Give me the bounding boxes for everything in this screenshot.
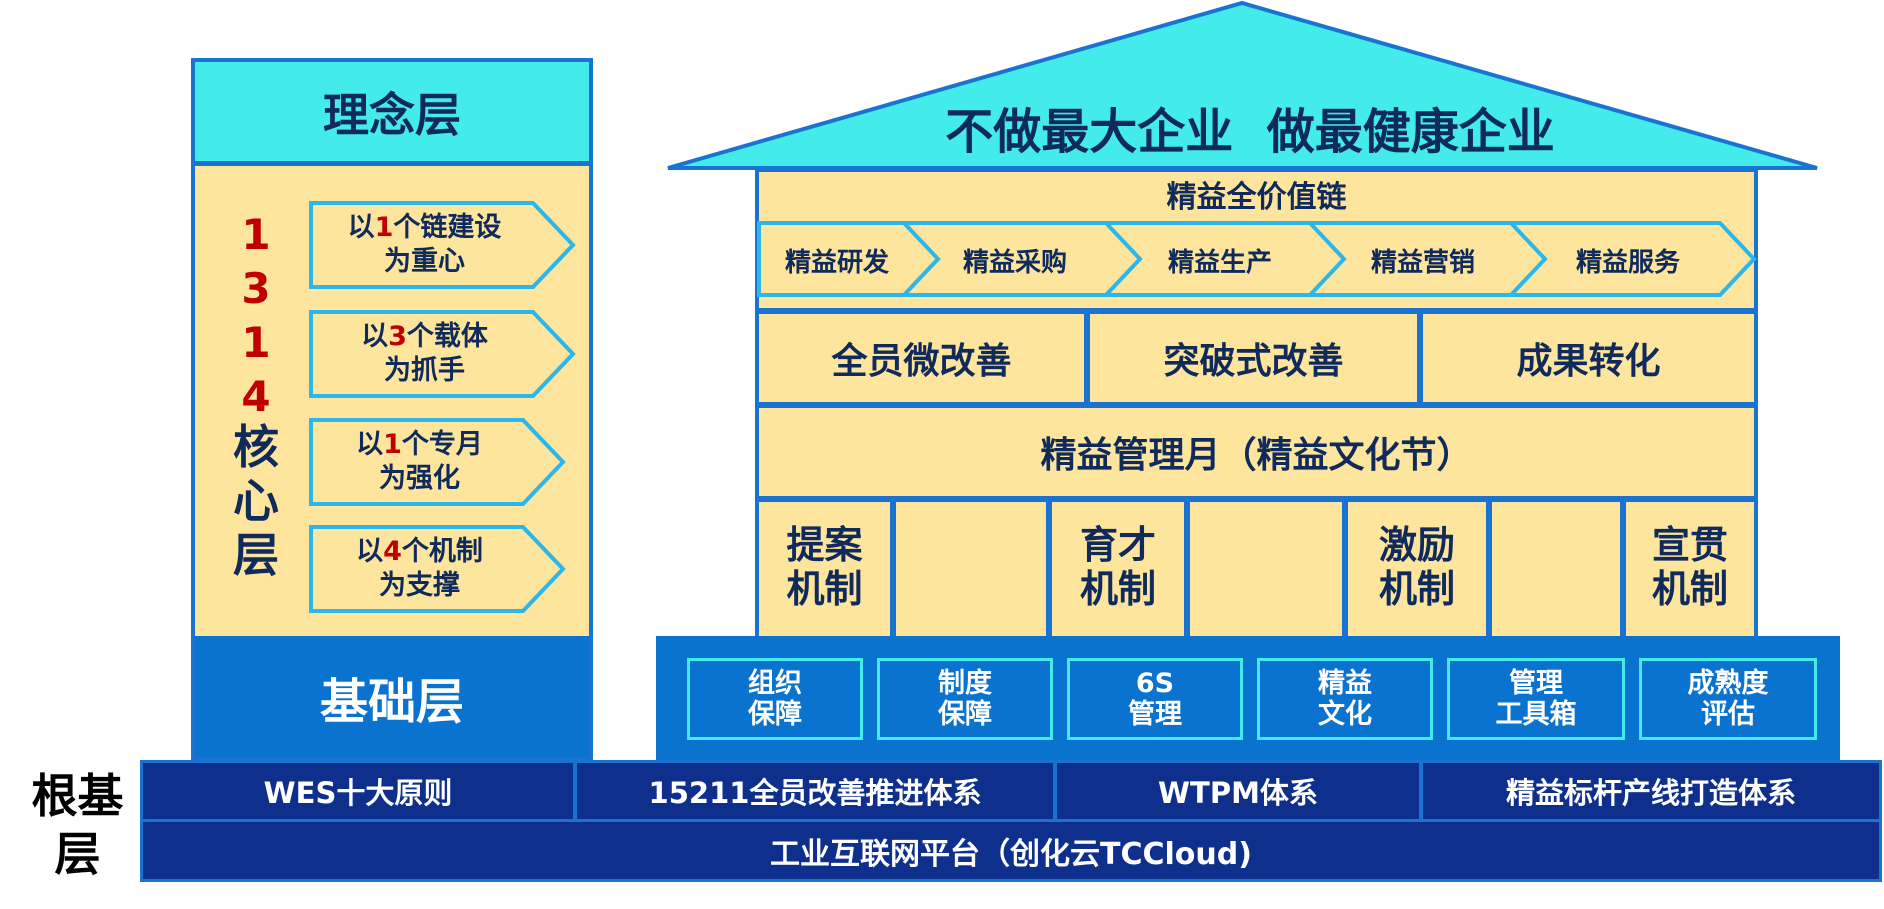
core-item-chevron xyxy=(309,201,576,289)
core-item-prefix: 以 xyxy=(356,536,384,567)
core-item-chevron xyxy=(309,418,566,506)
core-item-text: 个载体 xyxy=(406,321,488,352)
core-item-line2: 为抓手 xyxy=(384,355,465,386)
divider xyxy=(1486,502,1492,638)
divider xyxy=(573,763,577,819)
core-number: 1 xyxy=(241,210,271,259)
root-system-cell: WTPM体系 xyxy=(1158,776,1318,810)
core-item-number: 3 xyxy=(388,321,407,352)
core-item-prefix: 以 xyxy=(347,212,375,243)
mechanism-pillar: 宣贯 机制 xyxy=(1651,523,1728,611)
root-system-cell: 15211全员改善推进体系 xyxy=(648,776,982,810)
core-item-chevron xyxy=(309,525,566,613)
core-item-text: 个机制 xyxy=(401,536,483,567)
divider xyxy=(755,402,1758,408)
core-item-chevron xyxy=(309,310,576,398)
core-item-number: 4 xyxy=(383,536,402,567)
foundation-item: 制度 保障 xyxy=(877,658,1053,740)
core-item-text: 个链建设 xyxy=(393,212,502,243)
foundation-item: 组织 保障 xyxy=(687,658,863,740)
divider xyxy=(1053,763,1057,819)
divider xyxy=(1084,314,1090,402)
core-item-3: 以1个专月 为强化 xyxy=(312,421,527,503)
mechanism-pillar: 提案 机制 xyxy=(786,523,863,611)
divider xyxy=(1417,314,1423,402)
core-item-1: 以1个链建设 为重心 xyxy=(312,204,537,286)
foundation-item: 6S 管理 xyxy=(1067,658,1243,740)
core-number: 3 xyxy=(241,264,271,313)
foundation-item: 管理 工具箱 xyxy=(1447,658,1625,740)
value-chain-stage: 精益营销 xyxy=(1370,247,1475,278)
improvement-cell: 突破式改善 xyxy=(1163,341,1344,382)
value-chain-chevron xyxy=(1506,221,1757,297)
core-item-2: 以3个载体 为抓手 xyxy=(312,313,537,395)
core-item-text: 个专月 xyxy=(401,429,483,460)
core-item-number: 1 xyxy=(383,429,402,460)
root-layer-label: 根基 层 xyxy=(31,769,124,881)
divider xyxy=(1046,502,1052,638)
core-item-prefix: 以 xyxy=(356,429,384,460)
core-layer-label: 核 心 层 xyxy=(233,420,279,582)
management-month: 精益管理月（精益文化节） xyxy=(1040,435,1473,476)
roof-title: 不做最大企业 做最健康企业 xyxy=(945,104,1555,160)
improvement-cell: 成果转化 xyxy=(1516,341,1661,382)
core-item-chevrons xyxy=(309,201,576,613)
foundation-item: 成熟度 评估 xyxy=(1639,658,1817,740)
value-chain-chevrons xyxy=(757,221,1757,297)
divider xyxy=(890,502,896,638)
core-item-number: 1 xyxy=(374,212,394,243)
core-number-list: 1 3 1 4 xyxy=(228,208,284,424)
value-chain-stage: 精益生产 xyxy=(1167,247,1272,278)
root-system-cell: 精益标杆产线打造体系 xyxy=(1505,776,1796,810)
core-number: 1 xyxy=(241,318,271,367)
root-systems-row xyxy=(140,760,1882,822)
value-chain-stage: 精益服务 xyxy=(1575,247,1680,278)
divider xyxy=(755,308,1758,314)
core-item-4: 以4个机制 为支撑 xyxy=(312,528,527,610)
core-item-line2: 为强化 xyxy=(379,463,460,494)
divider xyxy=(755,496,1758,502)
mechanism-pillar: 育才 机制 xyxy=(1079,523,1156,611)
improvement-cell: 全员微改善 xyxy=(831,341,1012,382)
foundation-layer-label: 基础层 xyxy=(195,636,589,757)
divider xyxy=(1419,763,1423,819)
foundation-item: 精益 文化 xyxy=(1257,658,1433,740)
divider xyxy=(1620,502,1626,638)
divider xyxy=(1184,502,1190,638)
core-item-line2: 为支撑 xyxy=(379,570,460,601)
platform-bar: 工业互联网平台（创化云TCCloud) xyxy=(140,822,1882,882)
core-number: 4 xyxy=(241,372,271,421)
divider xyxy=(1342,502,1348,638)
concept-layer-label: 理念层 xyxy=(195,62,589,166)
value-chain-title: 精益全价值链 xyxy=(1166,180,1347,215)
value-chain-stage: 精益采购 xyxy=(962,247,1067,278)
value-chain-stage: 精益研发 xyxy=(784,247,889,278)
core-item-prefix: 以 xyxy=(361,321,389,352)
core-item-line2: 为重心 xyxy=(384,246,465,277)
root-system-cell: WES十大原则 xyxy=(263,776,453,810)
mechanism-pillar: 激励 机制 xyxy=(1378,523,1455,611)
